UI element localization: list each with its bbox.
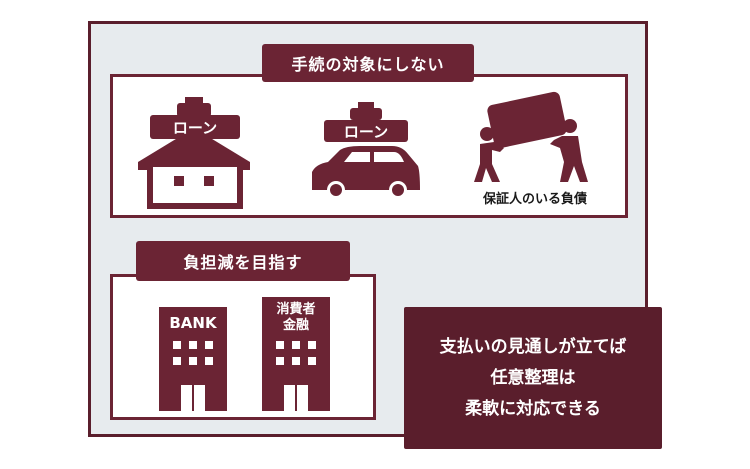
callout-line-2: 任意整理は: [490, 367, 576, 388]
conclusion-callout: 支払いの見通しが立てば 任意整理は 柔軟に対応できる: [404, 307, 662, 449]
house-loan-tag: ローン: [173, 119, 217, 137]
exclusion-title: 手続の対象にしない: [262, 44, 474, 82]
callout-line-1: 支払いの見通しが立てば: [439, 336, 627, 357]
house-icon: ローン: [138, 97, 250, 209]
bank-sign: BANK: [169, 314, 218, 332]
people-carrying-box-icon: [474, 91, 588, 182]
car-loan-tag: ローン: [344, 123, 388, 141]
car-icon: ローン: [312, 102, 420, 199]
reduction-title: 負担減を目指す: [136, 241, 350, 281]
reduction-panel: [110, 274, 376, 420]
callout-line-3: 柔軟に対応できる: [465, 398, 601, 419]
guarantor-debt-caption: 保証人のいる負債: [482, 192, 587, 207]
bank-building-icon: BANK: [159, 307, 227, 411]
consumer-finance-building-icon: 消費者 金融: [262, 297, 330, 411]
consumer-finance-sign-line1: 消費者: [276, 301, 315, 317]
consumer-finance-sign-line2: 金融: [282, 317, 309, 333]
